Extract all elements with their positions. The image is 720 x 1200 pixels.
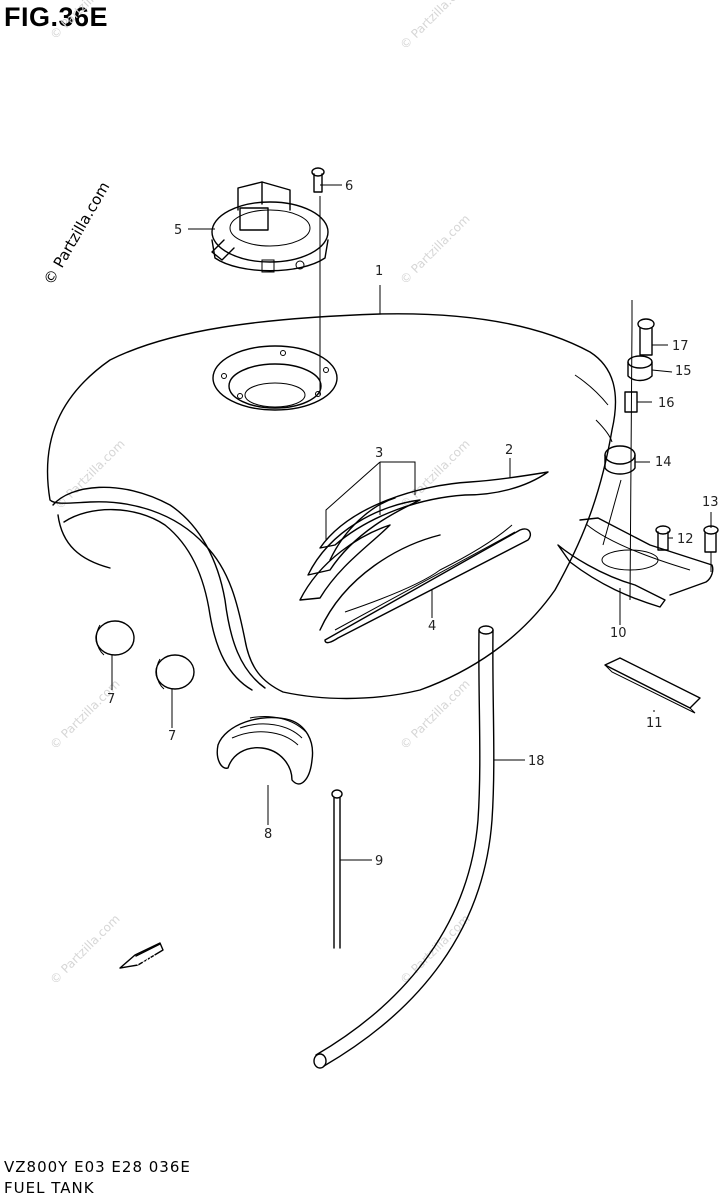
callout-7a: 7 xyxy=(107,692,115,707)
figure-title: FIG.36E xyxy=(4,2,109,32)
cushion-7b xyxy=(155,654,195,690)
bolt-13 xyxy=(703,525,719,572)
callout-4: 4 xyxy=(428,619,436,634)
cushion-14 xyxy=(604,445,636,475)
watermark-side: © Partzilla.com xyxy=(40,179,113,288)
cushion-7a xyxy=(95,620,135,656)
watermark-tile: © Partzilla.com xyxy=(47,677,122,752)
fuel-cap xyxy=(211,181,329,273)
callout-7b: 7 xyxy=(168,729,176,744)
callout-11: 11 xyxy=(646,716,663,731)
callout-12: 12 xyxy=(677,532,694,547)
callout-15: 15 xyxy=(675,364,692,379)
watermark-tile: © Partzilla.com xyxy=(397,677,472,752)
watermark-tile: © Partzilla.com xyxy=(47,0,122,42)
cushion-15 xyxy=(627,355,653,382)
callout-1: 1 xyxy=(375,264,383,279)
tank-decals xyxy=(299,471,549,644)
screw-6 xyxy=(311,167,325,193)
watermark-tiles: © Partzilla.com © Partzilla.com © Partzi… xyxy=(47,0,472,987)
cushion-8 xyxy=(216,716,314,785)
callout-14: 14 xyxy=(655,455,672,470)
callout-3: 3 xyxy=(375,446,383,461)
watermark-tile: © Partzilla.com xyxy=(397,912,472,987)
callout-6: 6 xyxy=(345,179,353,194)
direction-arrow: FWD xyxy=(119,942,164,969)
watermark-tile: © Partzilla.com xyxy=(397,437,472,512)
callout-9: 9 xyxy=(375,854,383,869)
watermark-tile: © Partzilla.com xyxy=(397,212,472,287)
callout-10: 10 xyxy=(610,626,627,641)
model-code: VZ800Y E03 E28 036E xyxy=(4,1158,191,1176)
callout-numbers: 1 2 3 4 5 6 7 7 8 9 10 11 12 13 14 15 16… xyxy=(107,179,719,869)
hose-9 xyxy=(331,789,343,949)
callout-16: 16 xyxy=(658,396,675,411)
callout-17: 17 xyxy=(672,339,689,354)
callout-5: 5 xyxy=(174,223,182,238)
callout-13: 13 xyxy=(702,495,719,510)
watermark-tile: © Partzilla.com xyxy=(397,0,472,52)
fuel-tank xyxy=(46,313,617,700)
bolt-12 xyxy=(655,525,671,551)
callout-8: 8 xyxy=(264,827,272,842)
section-name: FUEL TANK xyxy=(4,1179,95,1197)
watermark-tile: © Partzilla.com xyxy=(47,912,122,987)
hose-18 xyxy=(313,625,495,1069)
callout-18: 18 xyxy=(528,754,545,769)
cushion-strip-11 xyxy=(604,657,701,714)
bolt-17 xyxy=(637,318,655,356)
callout-2: 2 xyxy=(505,443,513,458)
watermark-tile: © Partzilla.com xyxy=(52,437,127,512)
leader-lines xyxy=(111,184,712,861)
